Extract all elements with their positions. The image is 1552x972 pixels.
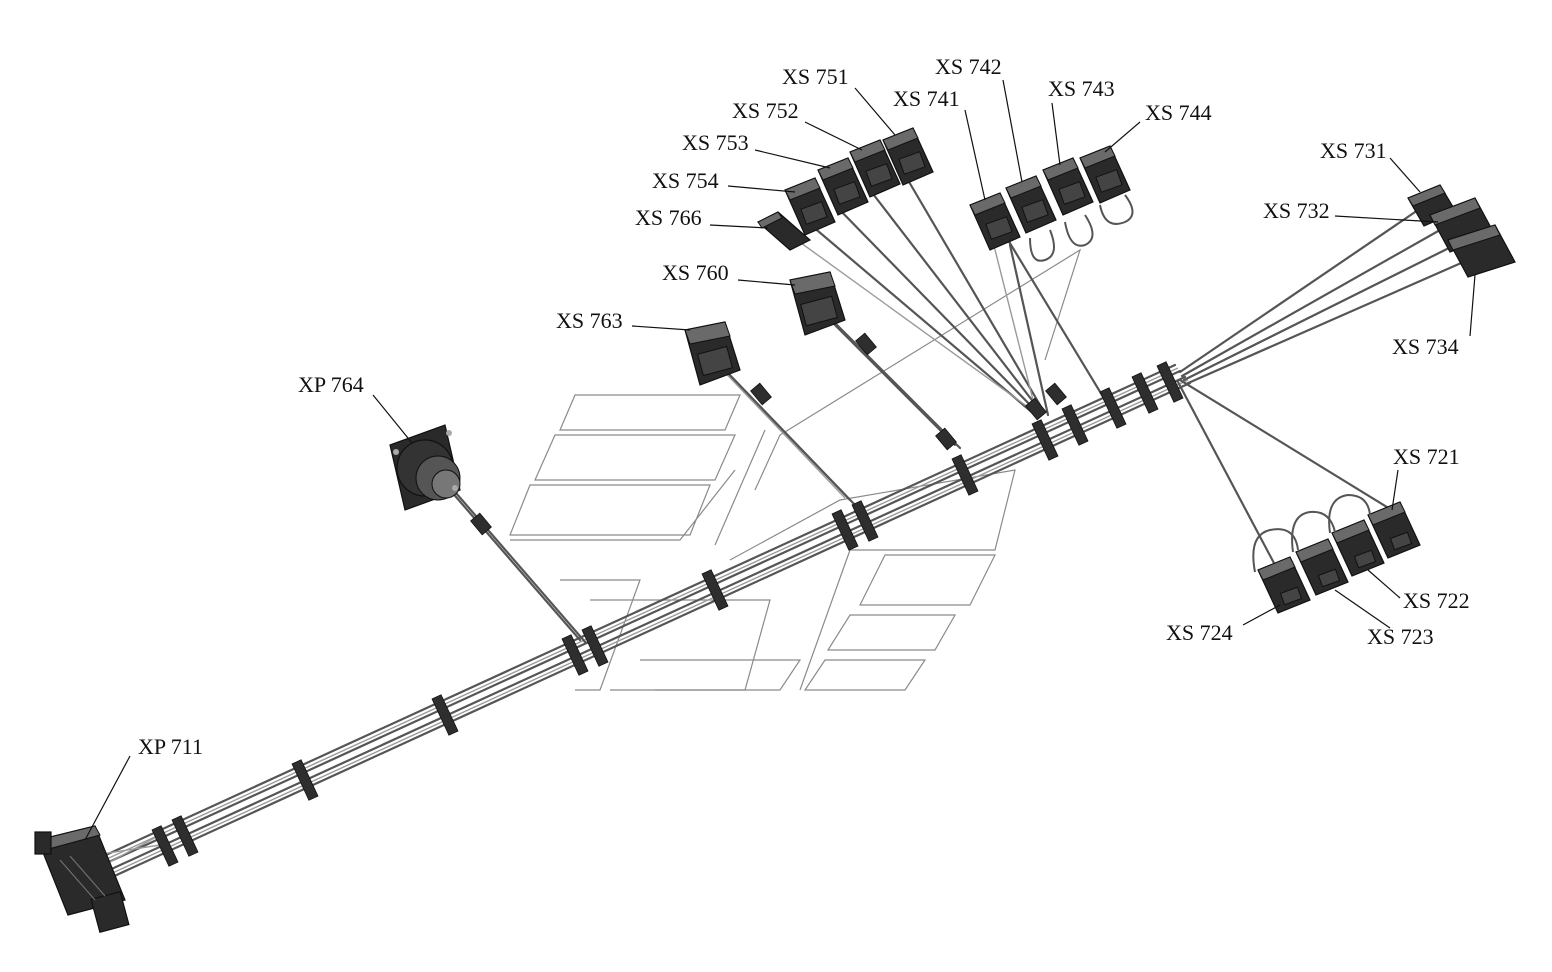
label-xs753: XS 753 bbox=[682, 130, 749, 155]
label-xs751: XS 751 bbox=[782, 64, 849, 89]
connector-xs754 bbox=[784, 177, 836, 236]
label-xs741: XS 741 bbox=[893, 86, 960, 111]
connector-xs766 bbox=[756, 211, 812, 251]
label-xs743: XS 743 bbox=[1048, 76, 1115, 101]
leader-lines bbox=[84, 79, 1476, 841]
connector-xs743 bbox=[1042, 157, 1094, 216]
connector-xs722 bbox=[1331, 519, 1385, 577]
jumper-loops-74x bbox=[1029, 194, 1134, 262]
connector-xp711 bbox=[34, 825, 130, 934]
cable-clips bbox=[151, 332, 1184, 867]
label-xs754: XS 754 bbox=[652, 168, 719, 193]
branch-wires bbox=[94, 173, 1470, 871]
label-xs752: XS 752 bbox=[732, 98, 799, 123]
connector-xs742 bbox=[1005, 175, 1057, 234]
label-xs732: XS 732 bbox=[1263, 198, 1330, 223]
connector-xs753 bbox=[817, 157, 869, 216]
label-xs763: XS 763 bbox=[556, 308, 623, 333]
main-trunk bbox=[93, 363, 1192, 880]
connector-xs751 bbox=[882, 127, 934, 186]
label-xs744: XS 744 bbox=[1145, 100, 1212, 125]
connector-xs752 bbox=[849, 139, 901, 198]
connector-xs734 bbox=[1447, 224, 1516, 278]
label-xs724: XS 724 bbox=[1166, 620, 1233, 645]
connector-xs721 bbox=[1367, 501, 1421, 559]
label-xs722: XS 722 bbox=[1403, 588, 1470, 613]
connector-xs724 bbox=[1257, 556, 1311, 614]
label-xs760: XS 760 bbox=[662, 260, 729, 285]
connector-xs723 bbox=[1295, 538, 1349, 596]
label-xs742: XS 742 bbox=[935, 54, 1002, 79]
connector-xp764 bbox=[389, 424, 461, 511]
label-xs766: XS 766 bbox=[635, 205, 702, 230]
jumper-loops-72x bbox=[1252, 493, 1371, 573]
connector-xs760 bbox=[789, 271, 846, 336]
labels: XS 751 XS 752 XS 753 XS 754 XS 766 XS 76… bbox=[138, 54, 1470, 759]
label-xs721: XS 721 bbox=[1393, 444, 1460, 469]
label-xp764: XP 764 bbox=[298, 372, 364, 397]
label-xs723: XS 723 bbox=[1367, 624, 1434, 649]
connector-xs763 bbox=[684, 321, 741, 386]
label-xs731: XS 731 bbox=[1320, 138, 1387, 163]
label-xs734: XS 734 bbox=[1392, 334, 1459, 359]
label-xp711: XP 711 bbox=[138, 734, 203, 759]
connector-xs741 bbox=[969, 192, 1021, 251]
